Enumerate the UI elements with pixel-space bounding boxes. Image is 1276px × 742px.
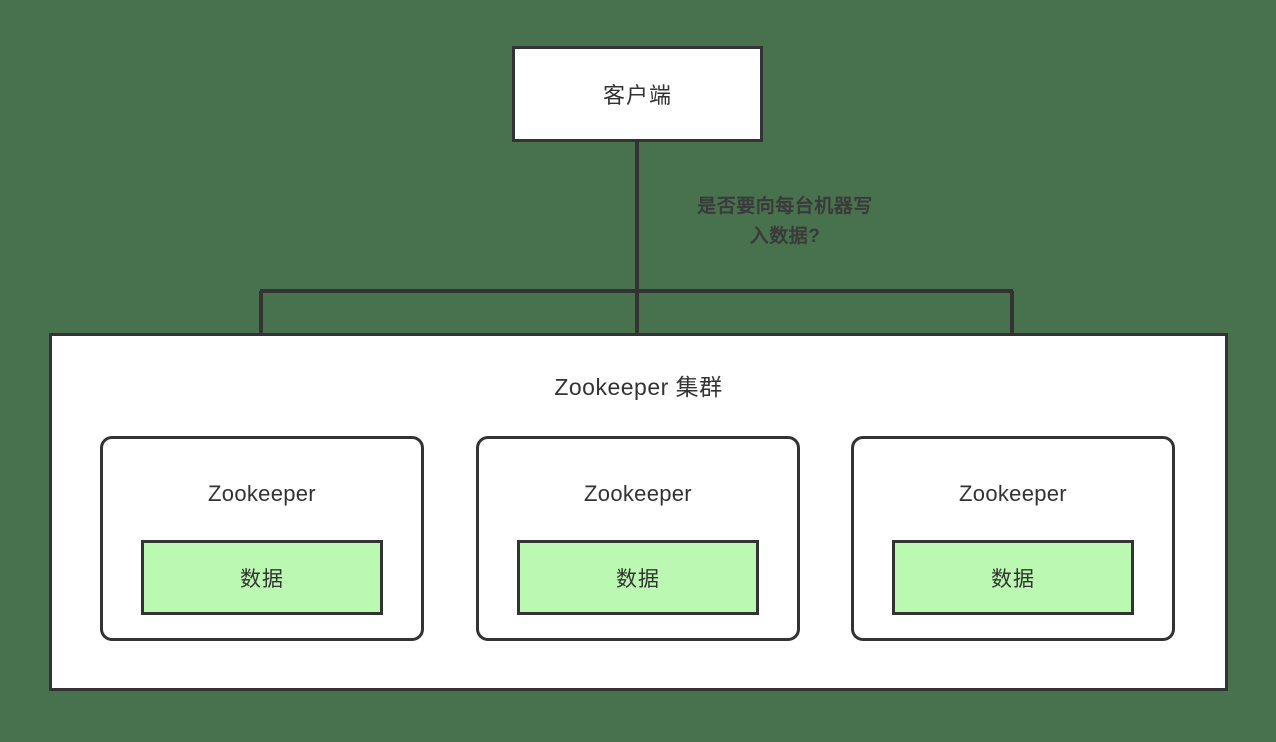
edge-label: 是否要向每台机器写 入数据? xyxy=(640,192,930,252)
zookeeper-cluster-title: Zookeeper 集群 xyxy=(554,374,723,400)
client-node-label: 客户端 xyxy=(602,83,672,108)
zookeeper-node-2: Zookeeper 数据 xyxy=(476,436,800,641)
zookeeper-node-1-data-box: 数据 xyxy=(141,540,383,615)
zookeeper-node-3-title: Zookeeper xyxy=(959,481,1067,506)
zookeeper-node-3-data-box: 数据 xyxy=(892,540,1134,615)
edge-label-line-1: 是否要向每台机器写 xyxy=(697,196,873,217)
zookeeper-node-2-title: Zookeeper xyxy=(584,481,692,506)
zookeeper-node-3: Zookeeper 数据 xyxy=(851,436,1175,641)
zookeeper-node-1-data-label: 数据 xyxy=(240,567,284,591)
zookeeper-node-3-data-label: 数据 xyxy=(991,567,1035,591)
zookeeper-node-1: Zookeeper 数据 xyxy=(100,436,424,641)
zookeeper-node-2-data-label: 数据 xyxy=(616,567,660,591)
client-node: 客户端 xyxy=(512,46,763,142)
zookeeper-node-1-title: Zookeeper xyxy=(208,481,316,506)
edge-label-line-2: 入数据? xyxy=(749,226,821,247)
zookeeper-node-2-data-box: 数据 xyxy=(517,540,759,615)
